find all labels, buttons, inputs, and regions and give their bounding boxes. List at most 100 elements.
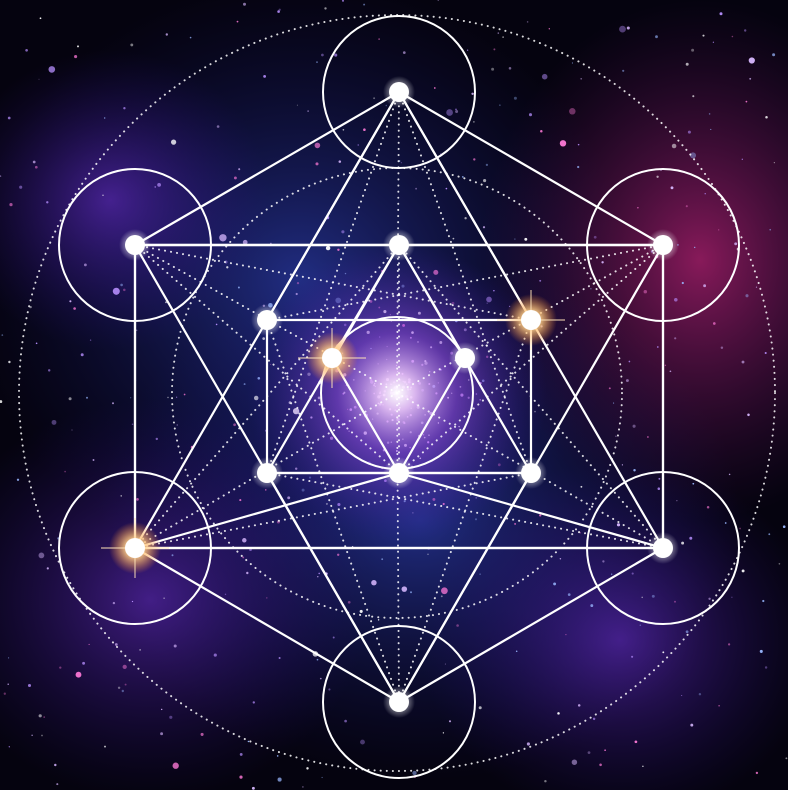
star: [415, 188, 417, 190]
star: [672, 144, 677, 149]
star: [239, 776, 242, 779]
star: [619, 26, 626, 33]
star: [59, 666, 61, 668]
star: [363, 128, 366, 131]
star: [590, 288, 591, 289]
outer-vertex-node: [389, 82, 409, 102]
star: [611, 574, 612, 575]
star: [479, 706, 482, 709]
star: [765, 666, 767, 668]
star: [279, 657, 281, 659]
star: [688, 131, 691, 134]
star: [167, 397, 168, 398]
star: [242, 556, 244, 558]
star: [749, 78, 751, 80]
star: [302, 786, 304, 788]
star: [674, 337, 676, 339]
star: [742, 361, 745, 364]
star: [599, 764, 602, 767]
star: [632, 573, 634, 575]
star: [446, 109, 453, 116]
star: [318, 573, 320, 575]
star: [76, 672, 82, 678]
star: [641, 597, 642, 598]
star: [248, 741, 249, 742]
star: [239, 499, 241, 501]
star: [549, 28, 550, 29]
star: [601, 261, 603, 263]
middle-vertex-node: [257, 463, 277, 483]
star: [315, 162, 318, 165]
star: [328, 688, 330, 690]
star: [692, 483, 694, 485]
star: [509, 67, 512, 70]
star: [665, 365, 666, 366]
star: [317, 659, 319, 661]
star: [640, 624, 642, 626]
star: [130, 397, 131, 398]
star: [765, 352, 767, 354]
star: [560, 140, 566, 146]
star: [742, 569, 745, 572]
star: [36, 342, 38, 344]
middle-vertex-node: [521, 310, 541, 330]
star: [172, 554, 174, 556]
star: [81, 353, 84, 356]
star: [157, 183, 161, 187]
star: [774, 162, 775, 163]
star: [46, 201, 48, 203]
star: [337, 249, 339, 251]
star: [316, 61, 318, 63]
star: [104, 746, 106, 748]
star: [156, 438, 158, 440]
star: [33, 161, 36, 164]
star: [190, 37, 192, 39]
star: [125, 684, 127, 686]
star: [681, 695, 682, 696]
star: [686, 63, 689, 66]
star: [471, 93, 473, 95]
star: [160, 732, 163, 735]
star: [7, 683, 8, 684]
star: [378, 38, 379, 39]
star: [441, 595, 443, 597]
outer-vertex-node: [389, 692, 409, 712]
star: [674, 601, 676, 603]
star: [765, 116, 768, 119]
star: [263, 75, 266, 78]
star: [721, 346, 723, 348]
star: [201, 733, 204, 736]
star: [602, 560, 604, 562]
star: [373, 97, 375, 99]
star: [358, 144, 359, 145]
star: [31, 735, 32, 736]
star: [652, 595, 655, 598]
star: [386, 105, 388, 107]
star: [412, 771, 416, 775]
star: [403, 51, 406, 54]
star: [491, 68, 494, 71]
star: [670, 370, 672, 372]
star: [762, 600, 764, 602]
star: [747, 414, 750, 417]
star: [483, 226, 485, 228]
star: [130, 43, 133, 46]
star: [622, 464, 623, 465]
inner-vertex-node: [455, 348, 475, 368]
star: [86, 397, 88, 399]
star: [177, 424, 178, 425]
star: [527, 742, 530, 745]
star: [48, 369, 50, 371]
star: [118, 687, 120, 689]
star: [609, 387, 611, 389]
star: [462, 176, 464, 178]
star: [348, 601, 351, 604]
star: [713, 42, 714, 43]
star: [473, 158, 475, 160]
star: [769, 229, 771, 231]
star: [756, 772, 758, 774]
star: [527, 21, 529, 23]
star: [768, 533, 770, 535]
star: [647, 436, 649, 438]
star: [4, 693, 6, 695]
